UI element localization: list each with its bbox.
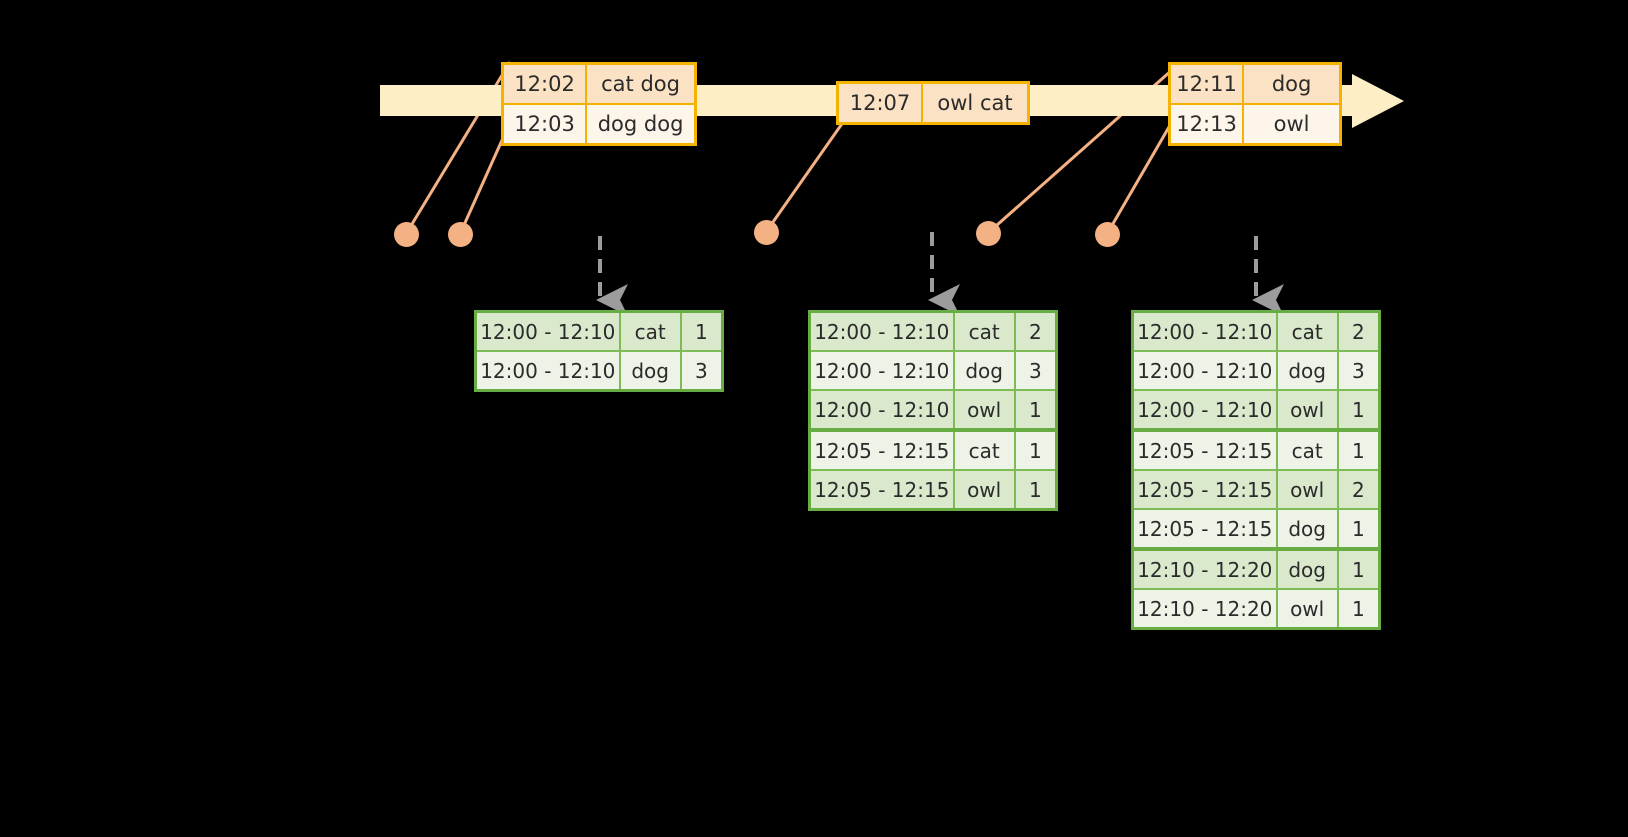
window-cell: 12:00 - 12:10: [477, 352, 621, 389]
window-cell: 12:00 - 12:10: [1134, 391, 1278, 428]
word-cell: cat: [1277, 432, 1339, 469]
count-cell: 1: [1338, 590, 1378, 627]
event-row: 12:13 owl: [1171, 103, 1339, 143]
word-cell: owl: [1277, 590, 1339, 627]
trigger-arrows: [596, 232, 1284, 316]
connector-1207: [764, 117, 848, 233]
count-cell: 2: [1338, 313, 1378, 350]
word-cell: cat: [954, 432, 1016, 469]
event-row: 12:03 dog dog: [504, 103, 694, 143]
count-cell: 1: [1338, 391, 1378, 428]
event-dot-1207: [754, 220, 779, 245]
window-cell: 12:00 - 12:10: [811, 313, 955, 350]
count-cell: 1: [1338, 432, 1378, 469]
event-time: 12:07: [839, 84, 923, 122]
count-cell: 1: [1015, 471, 1055, 508]
word-cell: dog: [1277, 352, 1339, 389]
event-dot-1203: [448, 222, 473, 247]
word-cell: dog: [954, 352, 1016, 389]
event-dot-1211: [976, 221, 1001, 246]
count-cell: 3: [681, 352, 721, 389]
event-time: 12:03: [504, 105, 588, 143]
event-words: owl: [1244, 105, 1339, 143]
event-box-2[interactable]: 12:07 owl cat: [836, 81, 1030, 125]
timeline-arrow-icon: [1352, 74, 1404, 128]
window-cell: 12:05 - 12:15: [1134, 510, 1278, 547]
event-dot-1202: [394, 222, 419, 247]
window-cell: 12:00 - 12:10: [1134, 352, 1278, 389]
word-cell: dog: [1277, 551, 1339, 588]
word-cell: dog: [620, 352, 682, 389]
count-cell: 3: [1338, 352, 1378, 389]
word-cell: cat: [620, 313, 682, 350]
word-cell: owl: [954, 471, 1016, 508]
count-cell: 3: [1015, 352, 1055, 389]
word-cell: owl: [954, 391, 1016, 428]
event-time: 12:11: [1171, 65, 1245, 103]
event-words: dog dog: [587, 105, 694, 143]
word-cell: owl: [1277, 391, 1339, 428]
event-row: 12:07 owl cat: [839, 84, 1027, 122]
event-row: 12:02 cat dog: [504, 65, 694, 103]
event-time: 12:02: [504, 65, 588, 103]
event-words: cat dog: [587, 65, 694, 103]
event-box-3[interactable]: 12:11 dog 12:13 owl: [1168, 62, 1342, 146]
window-cell: 12:05 - 12:15: [811, 432, 955, 469]
window-cell: 12:00 - 12:10: [477, 313, 621, 350]
window-cell: 12:05 - 12:15: [1134, 432, 1278, 469]
window-cell: 12:00 - 12:10: [1134, 313, 1278, 350]
event-words: dog: [1244, 65, 1339, 103]
window-cell: 12:00 - 12:10: [811, 352, 955, 389]
word-cell: cat: [954, 313, 1016, 350]
count-cell: 2: [1338, 471, 1378, 508]
event-dot-1213: [1095, 222, 1120, 247]
count-cell: 1: [1015, 391, 1055, 428]
count-cell: 1: [1338, 510, 1378, 547]
event-time: 12:13: [1171, 105, 1245, 143]
count-cell: 1: [681, 313, 721, 350]
word-cell: dog: [1277, 510, 1339, 547]
window-cell: 12:10 - 12:20: [1134, 590, 1278, 627]
count-cell: 1: [1338, 551, 1378, 588]
word-cell: cat: [1277, 313, 1339, 350]
event-row: 12:11 dog: [1171, 65, 1339, 103]
window-cell: 12:05 - 12:15: [1134, 471, 1278, 508]
count-cell: 2: [1015, 313, 1055, 350]
event-words: owl cat: [923, 84, 1027, 122]
event-box-1[interactable]: 12:02 cat dog 12:03 dog dog: [501, 62, 697, 146]
window-cell: 12:00 - 12:10: [811, 391, 955, 428]
word-cell: owl: [1277, 471, 1339, 508]
window-cell: 12:10 - 12:20: [1134, 551, 1278, 588]
window-cell: 12:05 - 12:15: [811, 471, 955, 508]
count-cell: 1: [1015, 432, 1055, 469]
